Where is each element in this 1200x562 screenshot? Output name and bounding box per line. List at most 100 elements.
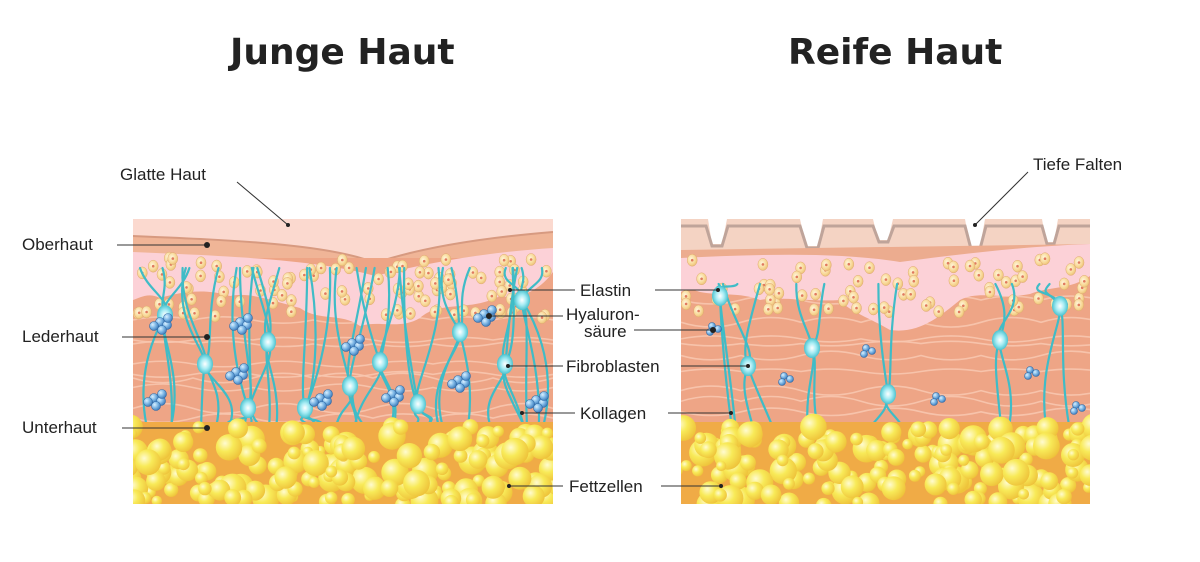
- fat-cell: [973, 433, 990, 450]
- elastin-nucleus: [151, 264, 155, 268]
- fat-cell: [924, 473, 947, 496]
- fat-cell: [852, 496, 864, 504]
- young-fibroblasts: [157, 290, 530, 418]
- fat-cell: [193, 448, 208, 463]
- hyaluron-molecule: [778, 378, 786, 386]
- hyaluron-molecule: [389, 397, 399, 407]
- fat-cell: [850, 432, 863, 446]
- elastin-nucleus: [856, 279, 860, 283]
- elastin-nucleus: [924, 304, 928, 307]
- elastin-nucleus: [213, 314, 217, 318]
- young-hyaluronic-acid: [143, 305, 549, 413]
- fibroblast-cell: [372, 352, 388, 372]
- elastin-nucleus: [1004, 281, 1008, 284]
- fibroblast-cell: [992, 330, 1008, 350]
- fat-cell: [282, 421, 305, 444]
- fat-cell: [958, 454, 970, 466]
- fat-cell: [393, 419, 409, 435]
- fat-cell: [287, 446, 301, 460]
- elastin-nucleus: [769, 298, 772, 302]
- fat-cell: [341, 436, 366, 461]
- hyaluron-molecule: [381, 393, 391, 403]
- fat-cell: [694, 432, 707, 444]
- young-skin-panel: [133, 219, 553, 504]
- elastin-nucleus: [490, 294, 494, 298]
- fat-cell: [866, 440, 888, 461]
- elastin-nucleus: [160, 273, 164, 276]
- label-glatte-haut: Glatte Haut: [120, 165, 206, 184]
- fat-cell: [476, 434, 490, 448]
- fibroblast-cell: [1052, 296, 1068, 316]
- elastin-nucleus: [957, 310, 961, 314]
- elastin-nucleus: [384, 313, 388, 317]
- fat-cell: [447, 426, 473, 452]
- elastin-nucleus: [847, 262, 851, 266]
- mature-hyaluronic-acid: [706, 322, 1086, 415]
- hyaluron-molecule: [233, 375, 243, 385]
- hyaluron-molecule: [239, 363, 249, 373]
- elastin-nucleus: [418, 271, 422, 274]
- fat-cell: [492, 425, 504, 438]
- fat-cell: [302, 450, 329, 477]
- hyaluron-molecule: [225, 371, 235, 381]
- fat-cell: [881, 476, 906, 501]
- fibroblast-cell: [452, 322, 468, 342]
- elastin-nucleus: [145, 310, 148, 314]
- fat-cell: [737, 421, 763, 448]
- elastin-nucleus: [389, 270, 393, 274]
- elastin-nucleus: [777, 291, 781, 295]
- fat-cell: [988, 492, 1008, 504]
- elastin-nucleus: [700, 277, 703, 281]
- elastin-nucleus: [812, 308, 816, 312]
- fat-cell: [821, 481, 835, 495]
- fat-cell: [522, 485, 545, 504]
- elastin-nucleus: [407, 282, 410, 286]
- fat-cell: [164, 482, 179, 497]
- hyaluron-molecule: [786, 375, 794, 383]
- mature-surface-shadow: [681, 224, 1090, 251]
- fat-cell: [274, 466, 297, 489]
- elastin-nucleus: [761, 263, 765, 266]
- fat-cell: [198, 481, 212, 496]
- mature-fat-cells: [681, 413, 1090, 504]
- elastin-nucleus: [1077, 303, 1081, 307]
- fat-cell: [133, 489, 146, 504]
- fat-cell: [173, 431, 194, 452]
- elastin-nucleus: [825, 263, 828, 267]
- fat-cell: [988, 436, 1015, 464]
- elastin-nucleus: [218, 275, 221, 279]
- hyaluron-molecule: [355, 334, 365, 344]
- fat-cell: [133, 428, 137, 440]
- fat-cell: [1066, 467, 1079, 479]
- hyaluron-molecule: [860, 350, 868, 358]
- leader-lines: [117, 171, 1029, 487]
- label-lederhaut: Lederhaut: [22, 327, 99, 346]
- elastin-nucleus: [1062, 282, 1066, 286]
- elastin-nucleus: [884, 278, 888, 281]
- elastin-nucleus: [417, 284, 420, 288]
- title-young-skin: Junge Haut: [230, 32, 455, 73]
- hyaluron-molecule: [243, 313, 253, 323]
- fat-cell: [1071, 422, 1085, 436]
- fat-cell: [403, 469, 430, 497]
- hyaluron-molecule: [525, 399, 535, 409]
- fat-cell: [133, 415, 143, 439]
- elastin-nucleus: [222, 290, 225, 294]
- hyaluron-molecule: [157, 389, 167, 399]
- elastin-nucleus: [474, 311, 477, 315]
- fibroblast-cell: [240, 398, 256, 418]
- collagen-wave: [681, 407, 1090, 417]
- fat-cell: [453, 449, 468, 463]
- elastin-nucleus: [271, 301, 275, 305]
- elastin-nucleus: [733, 307, 737, 311]
- elastin-nucleus: [502, 258, 506, 262]
- hyaluron-molecule: [461, 371, 471, 381]
- fibroblast-cell: [297, 398, 313, 418]
- leader-dots: [204, 223, 977, 488]
- fat-cell: [325, 491, 338, 504]
- fat-cell: [960, 461, 979, 479]
- elastin-nucleus: [952, 279, 956, 283]
- elastin-nucleus: [444, 258, 448, 261]
- elastin-nucleus: [272, 280, 275, 283]
- fat-cell: [1018, 488, 1029, 500]
